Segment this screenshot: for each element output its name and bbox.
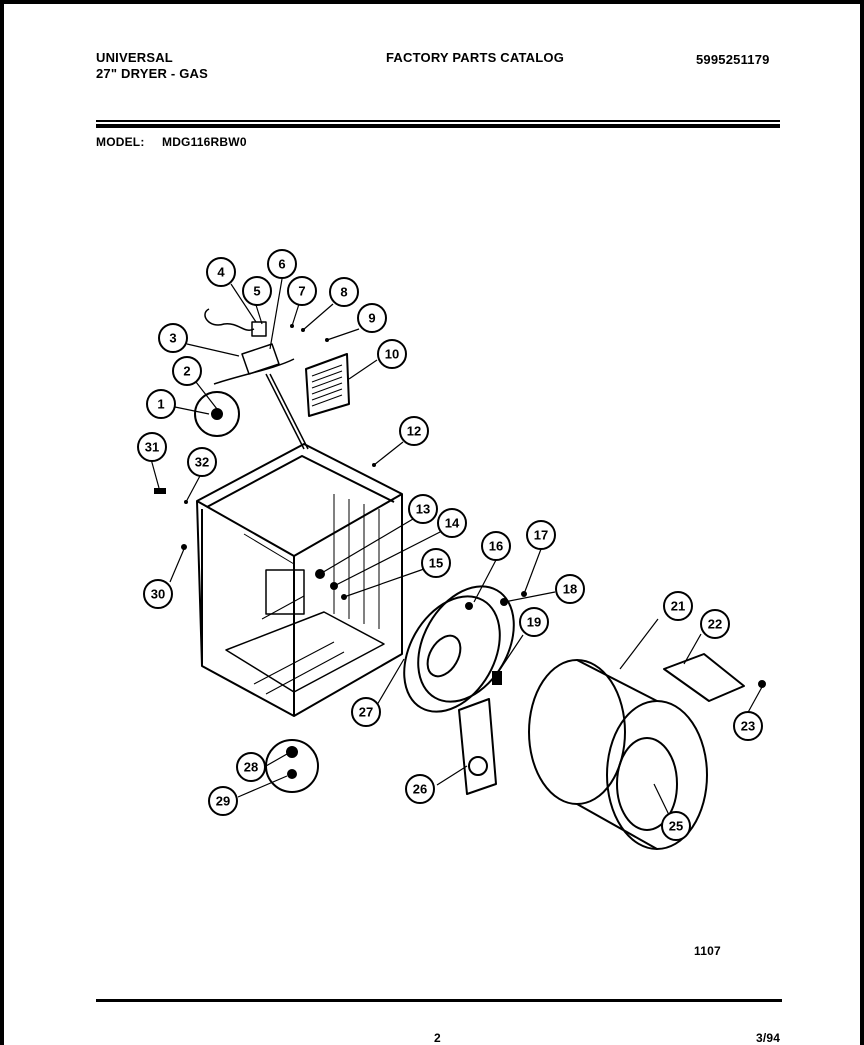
callout-label: 4	[217, 265, 225, 280]
callout-label: 25	[669, 819, 683, 834]
callout-25: 25	[661, 811, 691, 841]
callout-label: 21	[671, 599, 685, 614]
callout-label: 28	[244, 760, 258, 775]
drum-drawing	[528, 653, 766, 850]
duct-panel-drawing	[458, 698, 497, 795]
callout-2: 2	[172, 356, 202, 386]
callout-label: 15	[429, 556, 443, 571]
callout-label: 30	[151, 587, 165, 602]
callout-7: 7	[287, 276, 317, 306]
front-bulkhead-drawing	[403, 585, 515, 713]
vent-grille-drawing	[305, 353, 350, 417]
header-rule-thick	[96, 124, 780, 128]
callout-29: 29	[208, 786, 238, 816]
callout-label: 6	[278, 257, 285, 272]
callout-16: 16	[481, 531, 511, 561]
exploded-parts-diagram: 1 2 3 4 5 6 7 8 9 10 12 13 14 15 16 17 1…	[137, 249, 766, 850]
callout-label: 2	[183, 364, 190, 379]
callout-label: 32	[195, 455, 209, 470]
callout-label: 13	[416, 502, 430, 517]
callout-label: 14	[445, 516, 460, 531]
callout-14: 14	[437, 508, 467, 538]
callout-22: 22	[700, 609, 730, 639]
callout-label: 31	[145, 440, 159, 455]
callout-1: 1	[146, 389, 176, 419]
cabinet-drawing	[196, 443, 403, 717]
callout-label: 27	[359, 705, 373, 720]
callout-label: 7	[298, 284, 305, 299]
callout-label: 19	[527, 615, 541, 630]
callout-label: 1	[157, 397, 164, 412]
callout-32: 32	[187, 447, 217, 477]
callout-17: 17	[526, 520, 556, 550]
parts-catalog-page: UNIVERSAL 27" DRYER - GAS FACTORY PARTS …	[4, 4, 860, 1045]
callout-23: 23	[733, 711, 763, 741]
callout-21: 21	[663, 591, 693, 621]
callout-label: 17	[534, 528, 548, 543]
callout-10: 10	[377, 339, 407, 369]
callout-18: 18	[555, 574, 585, 604]
date-code: 3/94	[756, 1031, 781, 1045]
igniter-wiring-drawing	[204, 308, 309, 450]
callout-8: 8	[329, 277, 359, 307]
thermostat-drawing	[194, 391, 240, 437]
callout-label: 18	[563, 582, 577, 597]
footer-rule	[96, 999, 782, 1002]
figure-code: 1107	[694, 944, 721, 958]
callout-12: 12	[399, 416, 429, 446]
brand-name: UNIVERSAL	[96, 50, 173, 65]
product-name: 27" DRYER - GAS	[96, 66, 208, 81]
leader-lines	[150, 278, 763, 818]
callout-label: 16	[489, 539, 503, 554]
callout-label: 9	[368, 311, 375, 326]
callout-label: 5	[253, 284, 260, 299]
callout-13: 13	[408, 494, 438, 524]
callout-label: 10	[385, 347, 399, 362]
callout-31: 31	[137, 432, 167, 462]
callout-label: 8	[340, 285, 347, 300]
rear-panel-drawing	[265, 739, 319, 793]
catalog-number: 5995251179	[696, 52, 770, 67]
page-number: 2	[434, 1031, 441, 1045]
header-rule-thin	[96, 120, 780, 122]
callout-26: 26	[405, 774, 435, 804]
callout-6: 6	[267, 249, 297, 279]
callout-4: 4	[206, 257, 236, 287]
callout-15: 15	[421, 548, 451, 578]
callout-label: 22	[708, 617, 722, 632]
callout-3: 3	[158, 323, 188, 353]
model-label: MODEL:	[96, 135, 145, 149]
callout-5: 5	[242, 276, 272, 306]
callout-9: 9	[357, 303, 387, 333]
callout-label: 23	[741, 719, 755, 734]
callout-label: 3	[169, 331, 176, 346]
callout-19: 19	[519, 607, 549, 637]
callout-27: 27	[351, 697, 381, 727]
catalog-title: FACTORY PARTS CATALOG	[386, 50, 565, 65]
callout-label: 12	[407, 424, 421, 439]
callout-label: 26	[413, 782, 427, 797]
callout-30: 30	[143, 579, 173, 609]
model-number: MDG116RBW0	[162, 135, 247, 149]
callout-label: 29	[216, 794, 230, 809]
callout-28: 28	[236, 752, 266, 782]
